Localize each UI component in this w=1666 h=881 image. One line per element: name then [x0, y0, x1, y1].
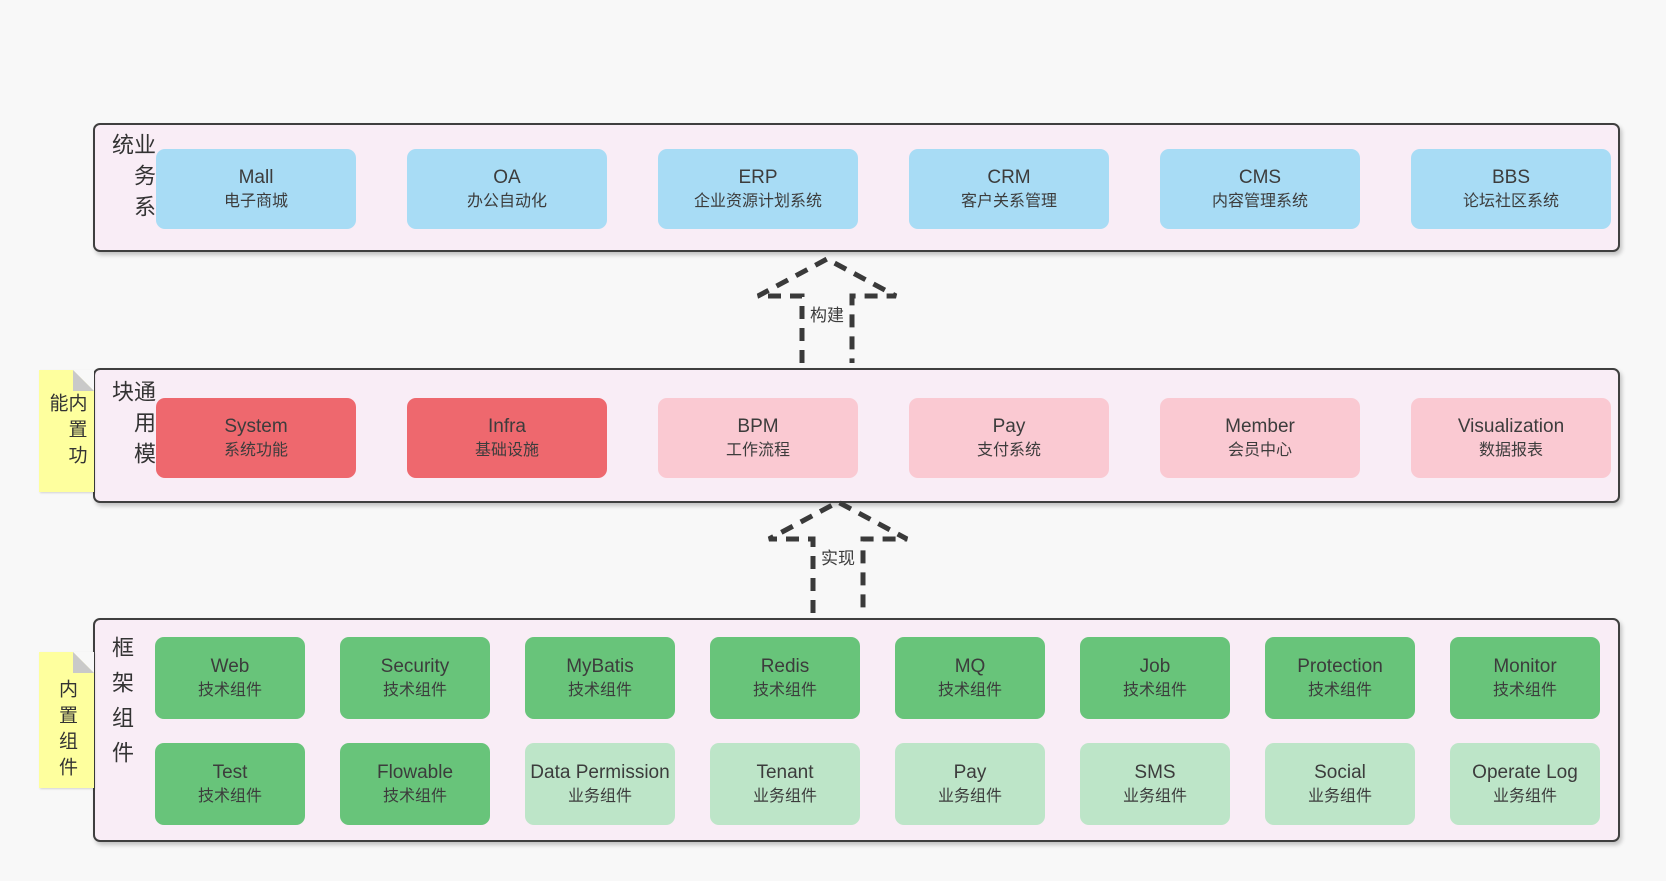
sticky-note-2-text: 内置组件	[56, 679, 77, 783]
folded-corner-icon	[73, 370, 94, 391]
arrow-build: 构建	[752, 255, 902, 365]
card-infra: Infra 基础设施	[407, 398, 607, 478]
sticky-note-1-text: 内置功能	[46, 393, 87, 471]
card-operate-log: Operate Log 业务组件	[1450, 743, 1600, 825]
card-sms: SMS 业务组件	[1080, 743, 1230, 825]
card-social: Social 业务组件	[1265, 743, 1415, 825]
arrow-implement-label: 实现	[816, 542, 860, 571]
panel-label-business-systems: 业务系统	[109, 133, 156, 226]
card-test: Test 技术组件	[155, 743, 305, 825]
card-tenant: Tenant 业务组件	[710, 743, 860, 825]
panel-business-systems: 业务系统 Mall 电子商城 OA 办公自动化 ERP 企业资源计划系统 CRM…	[93, 123, 1620, 252]
card-erp: ERP 企业资源计划系统	[658, 149, 858, 229]
card-mall: Mall 电子商城	[156, 149, 356, 229]
card-security: Security 技术组件	[340, 637, 490, 719]
card-job: Job 技术组件	[1080, 637, 1230, 719]
card-mq: MQ 技术组件	[895, 637, 1045, 719]
components-cards-row-2: Test 技术组件 Flowable 技术组件 Data Permission …	[155, 743, 1600, 825]
panel-label-common-modules: 通用模块	[109, 380, 156, 473]
card-bbs: BBS 论坛社区系统	[1411, 149, 1611, 229]
components-cards-row-1: Web 技术组件 Security 技术组件 MyBatis 技术组件 Redi…	[155, 637, 1600, 719]
card-member: Member 会员中心	[1160, 398, 1360, 478]
card-flowable: Flowable 技术组件	[340, 743, 490, 825]
card-redis: Redis 技术组件	[710, 637, 860, 719]
sticky-note-built-in-components: 内置组件	[39, 652, 94, 788]
card-protection: Protection 技术组件	[1265, 637, 1415, 719]
modules-cards-row: System 系统功能 Infra 基础设施 BPM 工作流程 Pay 支付系统…	[156, 398, 1611, 478]
card-pay-module: Pay 支付系统	[909, 398, 1109, 478]
up-block-arrow-icon	[767, 499, 909, 613]
card-data-permission: Data Permission 业务组件	[525, 743, 675, 825]
card-system: System 系统功能	[156, 398, 356, 478]
panel-framework-components: 框架组件 Web 技术组件 Security 技术组件 MyBatis 技术组件…	[93, 618, 1620, 842]
folded-corner-icon	[73, 652, 94, 673]
card-bpm: BPM 工作流程	[658, 398, 858, 478]
sticky-note-built-in-functions: 内置功能	[39, 370, 94, 492]
panel-label-framework-components: 框架组件	[109, 636, 134, 776]
card-visualization: Visualization 数据报表	[1411, 398, 1611, 478]
card-crm: CRM 客户关系管理	[909, 149, 1109, 229]
business-cards-row: Mall 电子商城 OA 办公自动化 ERP 企业资源计划系统 CRM 客户关系…	[156, 149, 1611, 229]
card-oa: OA 办公自动化	[407, 149, 607, 229]
card-mybatis: MyBatis 技术组件	[525, 637, 675, 719]
card-monitor: Monitor 技术组件	[1450, 637, 1600, 719]
card-web: Web 技术组件	[155, 637, 305, 719]
card-cms: CMS 内容管理系统	[1160, 149, 1360, 229]
arrow-build-label: 构建	[805, 299, 849, 328]
up-block-arrow-icon	[756, 256, 898, 363]
panel-common-modules: 通用模块 System 系统功能 Infra 基础设施 BPM 工作流程 Pay…	[93, 368, 1620, 503]
arrow-implement: 实现	[763, 498, 913, 615]
card-pay-component: Pay 业务组件	[895, 743, 1045, 825]
